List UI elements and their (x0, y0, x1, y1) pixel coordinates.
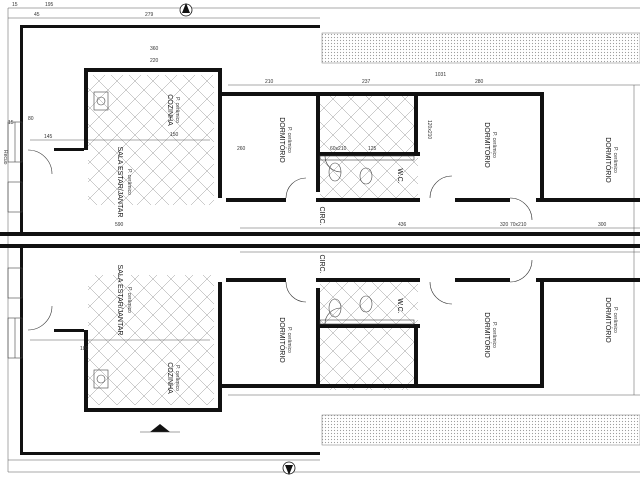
setback-note: Recuo (2, 150, 8, 165)
floor-finish-note: P. cerâmico (286, 127, 292, 153)
floor-finish-note: P. cerâmico (491, 322, 497, 348)
floor-finish-note: P. cerâmico (174, 365, 180, 391)
dimension-text: 320 (500, 222, 509, 228)
floor-finish-note: P. cerâmico (612, 307, 618, 333)
wc-tile-top (320, 92, 418, 202)
dimension-text: 120x210 (426, 120, 432, 139)
room-label-wc: W.C. (396, 168, 403, 183)
floor-finish-note: P. cerâmico (612, 147, 618, 173)
garden-area-top (321, 32, 640, 64)
room-label-dormitorio: DORMITÓRIO (604, 137, 613, 183)
room-label-dormitorio: DORMITÓRIO (483, 312, 492, 358)
dimension-text: 237 (362, 79, 371, 85)
room-label-dormitorio: DORMITÓRIO (604, 297, 613, 343)
walls-upper-unit (0, 25, 640, 236)
floor-finish-note: P. cerâmico (174, 97, 180, 123)
dimension-text: 145 (44, 134, 53, 140)
room-label-sala: SALA ESTAR/JANTAR (116, 147, 123, 218)
north-arrow-icon (282, 461, 296, 475)
wc-tile-bottom (320, 280, 418, 390)
dimension-text: 45 (34, 12, 40, 18)
room-label-dormitorio: DORMITÓRIO (483, 122, 492, 168)
section-marker-icon (140, 424, 180, 433)
dimension-text: 15 (8, 120, 14, 126)
walls-lower-unit (0, 244, 640, 455)
dimension-text: 15 (12, 2, 18, 8)
dimension-text: 70x210 (510, 222, 527, 228)
floor-finish-note: P. cerâmico (491, 132, 497, 158)
dimension-text: 590 (115, 222, 124, 228)
dimension-lines (7, 7, 640, 473)
floor-finish-note: P. cerâmico (286, 327, 292, 353)
floor-finish-note: P. cerâmico (126, 169, 132, 195)
dimension-text: 125 (368, 146, 377, 152)
garden-area-bottom (321, 414, 640, 446)
dimension-text: 280 (475, 79, 484, 85)
room-label-wc: W.C. (396, 298, 403, 313)
dimension-text: 195 (45, 2, 54, 8)
floor-finish-note: P. cerâmico (126, 287, 132, 313)
room-label-dormitorio: DORMITÓRIO (278, 317, 287, 363)
dimension-text: 220 (150, 58, 159, 64)
dimension-text: 80 (28, 116, 34, 122)
dimension-text: 210 (265, 79, 274, 85)
room-label-cozinha: COZINHA (166, 94, 173, 126)
dimension-text: 300 (598, 222, 607, 228)
dimension-text: 1031 (435, 72, 446, 78)
north-arrow-icon (179, 3, 193, 17)
room-label-dormitorio: DORMITÓRIO (278, 117, 287, 163)
room-label-circ: CIRC. (318, 254, 325, 273)
dimension-text: 180 (80, 346, 89, 352)
room-label-circ: CIRC. (318, 206, 325, 225)
dimension-text: 260 (237, 146, 246, 152)
windows-left (7, 121, 23, 359)
dimension-text: 436 (398, 222, 407, 228)
room-label-sala: SALA ESTAR/JANTAR (116, 265, 123, 336)
room-label-cozinha: COZINHA (166, 362, 173, 394)
dimension-text: 360 (150, 46, 159, 52)
fixtures (93, 91, 415, 389)
dimension-text: 60x210 (330, 146, 347, 152)
dimension-text: 150 (170, 132, 179, 138)
dimension-text: 279 (145, 12, 154, 18)
